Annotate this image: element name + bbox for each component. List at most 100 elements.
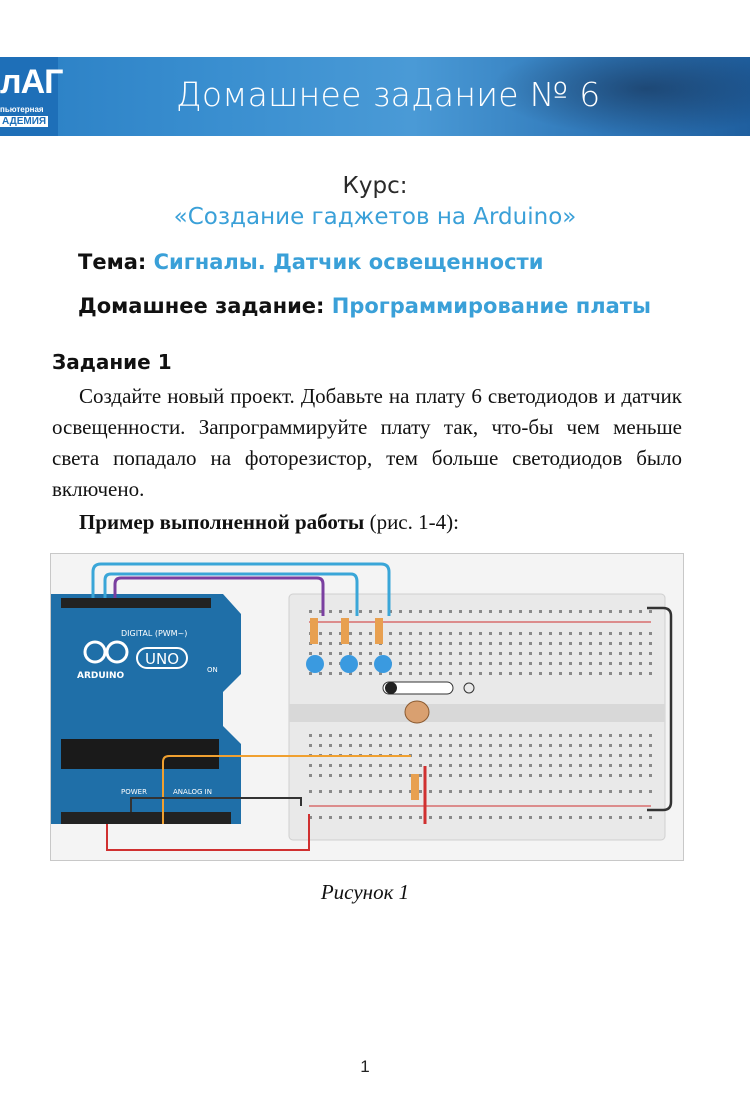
breadboard-hole bbox=[579, 642, 582, 645]
breadboard-hole bbox=[469, 754, 472, 757]
breadboard-hole bbox=[649, 744, 652, 747]
breadboard-hole bbox=[489, 642, 492, 645]
breadboard-hole bbox=[309, 610, 312, 613]
breadboard-hole bbox=[439, 754, 442, 757]
breadboard-hole bbox=[489, 652, 492, 655]
breadboard-hole bbox=[529, 642, 532, 645]
breadboard-hole bbox=[569, 774, 572, 777]
breadboard-hole bbox=[559, 652, 562, 655]
breadboard-hole bbox=[469, 662, 472, 665]
breadboard-hole bbox=[609, 734, 612, 737]
breadboard-hole bbox=[439, 642, 442, 645]
breadboard-hole bbox=[369, 610, 372, 613]
breadboard-hole bbox=[419, 632, 422, 635]
breadboard-hole bbox=[469, 610, 472, 613]
breadboard-hole bbox=[519, 642, 522, 645]
breadboard-hole bbox=[359, 672, 362, 675]
breadboard-hole bbox=[609, 816, 612, 819]
breadboard-hole bbox=[469, 790, 472, 793]
breadboard-hole bbox=[429, 790, 432, 793]
breadboard-hole bbox=[449, 754, 452, 757]
breadboard-hole bbox=[369, 744, 372, 747]
breadboard-hole bbox=[309, 652, 312, 655]
breadboard-hole bbox=[369, 642, 372, 645]
breadboard-hole bbox=[539, 672, 542, 675]
breadboard-hole bbox=[549, 610, 552, 613]
breadboard-hole bbox=[339, 764, 342, 767]
academy-logo: лАГ пьютерная АДЕМИЯ bbox=[0, 57, 63, 136]
breadboard-hole bbox=[529, 744, 532, 747]
breadboard-hole bbox=[599, 662, 602, 665]
breadboard-hole bbox=[459, 662, 462, 665]
breadboard-hole bbox=[549, 764, 552, 767]
breadboard-hole bbox=[469, 642, 472, 645]
digital-header bbox=[61, 598, 211, 608]
infinity-logo-right bbox=[105, 640, 129, 664]
breadboard-hole bbox=[629, 744, 632, 747]
breadboard-hole bbox=[339, 790, 342, 793]
breadboard-hole bbox=[359, 816, 362, 819]
breadboard-hole bbox=[579, 816, 582, 819]
breadboard-hole bbox=[359, 774, 362, 777]
breadboard-hole bbox=[489, 754, 492, 757]
breadboard-hole bbox=[359, 734, 362, 737]
breadboard-hole bbox=[549, 662, 552, 665]
breadboard-hole bbox=[479, 642, 482, 645]
breadboard-hole bbox=[349, 816, 352, 819]
breadboard-hole bbox=[509, 764, 512, 767]
homework-title: Домашнее задание № 6 bbox=[176, 75, 601, 114]
breadboard-hole bbox=[319, 652, 322, 655]
breadboard-hole bbox=[329, 662, 332, 665]
breadboard-hole bbox=[509, 610, 512, 613]
breadboard-hole bbox=[549, 652, 552, 655]
breadboard-hole bbox=[519, 790, 522, 793]
homework-line: Домашнее задание: Программирование платы bbox=[78, 294, 651, 318]
breadboard-hole bbox=[459, 642, 462, 645]
breadboard-hole bbox=[439, 632, 442, 635]
breadboard-hole bbox=[329, 790, 332, 793]
breadboard-hole bbox=[499, 790, 502, 793]
breadboard-hole bbox=[429, 652, 432, 655]
breadboard-hole bbox=[519, 632, 522, 635]
breadboard-hole bbox=[509, 754, 512, 757]
breadboard-hole bbox=[429, 744, 432, 747]
on-label: ON bbox=[207, 666, 218, 674]
breadboard-hole bbox=[399, 734, 402, 737]
breadboard-hole bbox=[379, 816, 382, 819]
breadboard-hole bbox=[339, 642, 342, 645]
breadboard-hole bbox=[529, 774, 532, 777]
breadboard-hole bbox=[409, 744, 412, 747]
breadboard-hole bbox=[629, 642, 632, 645]
breadboard-hole bbox=[449, 764, 452, 767]
breadboard-hole bbox=[449, 816, 452, 819]
breadboard-hole bbox=[549, 672, 552, 675]
breadboard-hole bbox=[629, 610, 632, 613]
breadboard-hole bbox=[429, 816, 432, 819]
breadboard-hole bbox=[349, 642, 352, 645]
breadboard-hole bbox=[529, 662, 532, 665]
breadboard-hole bbox=[569, 744, 572, 747]
breadboard-hole bbox=[469, 744, 472, 747]
breadboard-hole bbox=[439, 662, 442, 665]
breadboard-hole bbox=[549, 816, 552, 819]
breadboard-hole bbox=[469, 652, 472, 655]
breadboard-hole bbox=[399, 662, 402, 665]
breadboard-hole bbox=[609, 652, 612, 655]
breadboard-hole bbox=[609, 744, 612, 747]
breadboard-hole bbox=[339, 672, 342, 675]
breadboard-hole bbox=[319, 744, 322, 747]
breadboard-hole bbox=[489, 764, 492, 767]
breadboard-hole bbox=[359, 790, 362, 793]
breadboard-hole bbox=[389, 734, 392, 737]
breadboard-hole bbox=[509, 744, 512, 747]
breadboard-hole bbox=[489, 632, 492, 635]
breadboard-hole bbox=[619, 610, 622, 613]
breadboard-hole bbox=[329, 744, 332, 747]
breadboard-hole bbox=[559, 672, 562, 675]
breadboard-hole bbox=[579, 662, 582, 665]
breadboard-hole bbox=[539, 642, 542, 645]
breadboard-hole bbox=[499, 652, 502, 655]
breadboard-hole bbox=[479, 764, 482, 767]
breadboard-hole bbox=[539, 632, 542, 635]
breadboard-hole bbox=[649, 774, 652, 777]
